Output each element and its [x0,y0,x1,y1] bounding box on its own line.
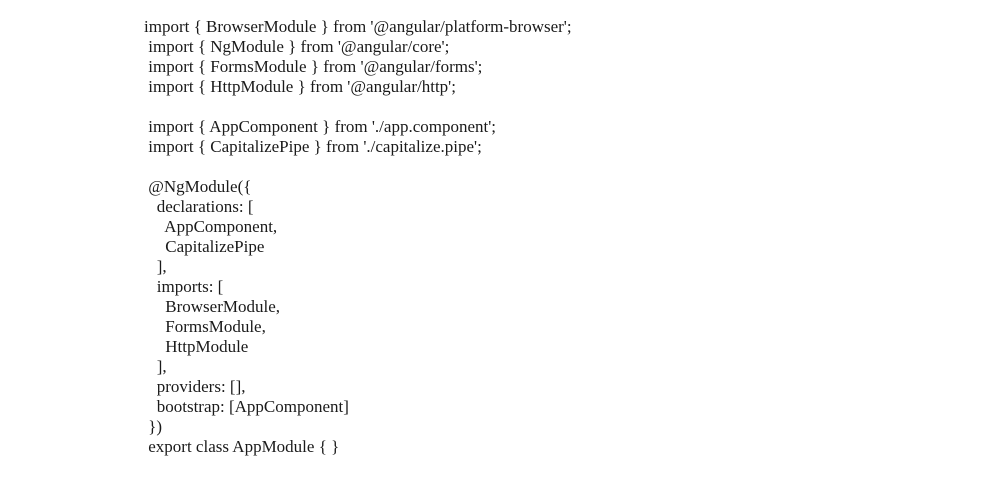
code-line-blank [144,97,572,117]
code-line: import { BrowserModule } from '@angular/… [144,17,572,36]
code-line: @NgModule({ [144,177,252,196]
code-line: FormsModule, [144,317,266,336]
code-line-blank [144,157,572,177]
code-block: import { BrowserModule } from '@angular/… [144,17,572,457]
code-line: import { FormsModule } from '@angular/fo… [144,57,483,76]
code-line: ], [144,257,167,276]
code-line: BrowserModule, [144,297,280,316]
code-line: declarations: [ [144,197,254,216]
code-line: import { AppComponent } from './app.comp… [144,117,497,136]
code-line: import { CapitalizePipe } from './capita… [144,137,482,156]
code-line: providers: [], [144,377,246,396]
code-line: HttpModule [144,337,249,356]
code-line: }) [144,417,163,436]
code-line: ], [144,357,167,376]
code-line: import { NgModule } from '@angular/core'… [144,37,450,56]
code-line: AppComponent, [144,217,278,236]
code-line: export class AppModule { } [144,437,340,456]
code-line: CapitalizePipe [144,237,265,256]
code-line: imports: [ [144,277,224,296]
code-line: bootstrap: [AppComponent] [144,397,349,416]
code-line: import { HttpModule } from '@angular/htt… [144,77,456,96]
